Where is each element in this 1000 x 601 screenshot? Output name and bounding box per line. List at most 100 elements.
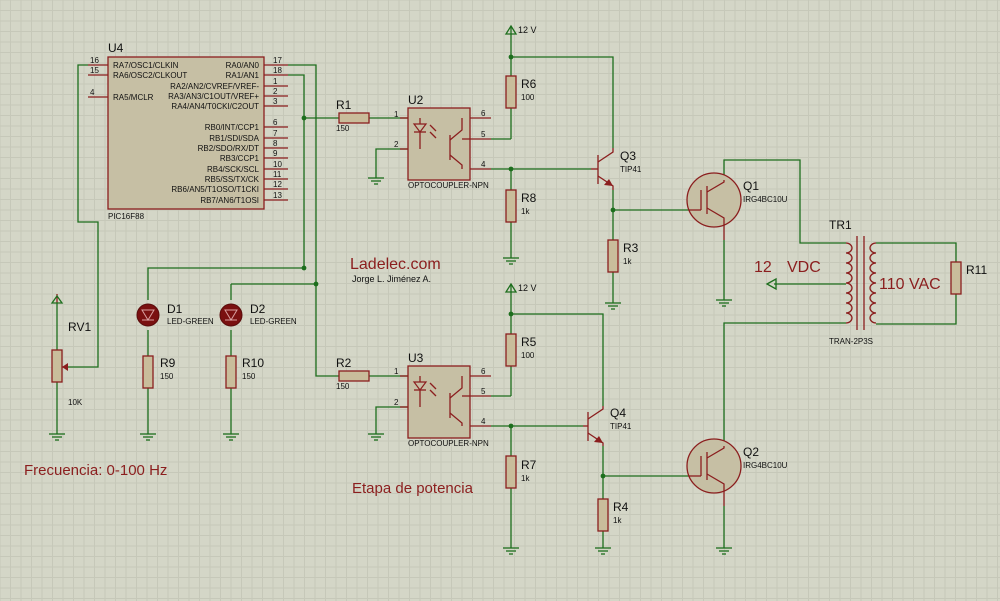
mcu-pin-number: 7: [273, 129, 278, 138]
resistor-r7[interactable]: R7 1k: [505, 455, 537, 489]
mcu-pin-label: RB4/SCK/SCL: [207, 165, 260, 174]
mcu-part: PIC16F88: [108, 212, 145, 221]
resistor-r8[interactable]: R8 1k: [505, 189, 537, 223]
led-d1[interactable]: D1 LED-GREEN: [136, 302, 214, 327]
r8-ref: R8: [521, 191, 537, 205]
r1-ref: R1: [336, 98, 352, 112]
power-terminal-top: 12 V: [504, 24, 537, 38]
resistor-r4[interactable]: R4 1k: [597, 498, 629, 532]
mcu-pin-number: 2: [273, 87, 278, 96]
opto-u3[interactable]: U3 OPTOCOUPLER-NPN 1 2 6 5 4: [394, 351, 491, 448]
ground-icon: [716, 299, 732, 307]
mcu-left-pins: 16RA7/OSC1/CLKIN15RA6/OSC2/CLKOUT4RA5/MC…: [88, 56, 187, 102]
stage-caption: Etapa de potencia: [352, 480, 474, 497]
u2-pin2: 2: [394, 140, 399, 149]
r6-ref: R6: [521, 77, 537, 91]
mcu-pin-number: 10: [273, 160, 282, 169]
r6-value: 100: [521, 93, 535, 102]
q2-ref: Q2: [743, 445, 759, 459]
input-terminal-12vdc: [765, 277, 777, 291]
resistor-r10[interactable]: R10 150: [225, 355, 264, 389]
author-label: Jorge L. Jiménez A.: [352, 274, 431, 284]
igbt-q1[interactable]: Q1 IRG4BC10U: [686, 172, 788, 240]
r4-value: 1k: [613, 516, 622, 525]
mcu-pin-label: RB2/SDO/RX/DT: [198, 144, 259, 153]
r8-value: 1k: [521, 207, 530, 216]
r10-ref: R10: [242, 356, 264, 370]
resistor-r6[interactable]: R6 100: [505, 75, 537, 109]
bjt-q4[interactable]: Q4 TIP41: [583, 406, 632, 446]
ground-icon: [140, 433, 156, 441]
opto-u2[interactable]: U2 OPTOCOUPLER-NPN 1 2 6 5 4: [394, 93, 491, 190]
r9-value: 150: [160, 372, 174, 381]
ground-icon: [223, 433, 239, 441]
u3-pin4: 4: [481, 417, 486, 426]
u3-pin1: 1: [394, 367, 399, 376]
r11-ref: R11: [966, 263, 987, 277]
r3-ref: R3: [623, 241, 639, 255]
u2-value: OPTOCOUPLER-NPN: [408, 181, 489, 190]
mcu-u4[interactable]: U4 PIC16F88 16RA7/OSC1/CLKIN15RA6/OSC2/C…: [88, 41, 288, 221]
mcu-pin-label: RA7/OSC1/CLKIN: [113, 61, 179, 70]
resistor-r1[interactable]: R1 150: [336, 98, 370, 133]
r2-ref: R2: [336, 356, 352, 370]
resistor-r5[interactable]: R5 100: [505, 333, 537, 367]
resistor-r9[interactable]: R9 150: [142, 355, 176, 389]
q3-ref: Q3: [620, 149, 636, 163]
igbt-q2[interactable]: Q2 IRG4BC10U: [686, 438, 788, 506]
resistor-r3[interactable]: R3 1k: [607, 239, 639, 273]
u3-value: OPTOCOUPLER-NPN: [408, 439, 489, 448]
mcu-pin-label: RB0/INT/CCP1: [205, 123, 260, 132]
mcu-pin-label: RA3/AN3/C1OUT/VREF+: [168, 92, 259, 101]
mcu-pin-number: 1: [273, 77, 278, 86]
pot-value: 10K: [68, 398, 83, 407]
r10-value: 150: [242, 372, 256, 381]
q1-ref: Q1: [743, 179, 759, 193]
ground-icon: [49, 433, 65, 441]
u2-pin1: 1: [394, 110, 399, 119]
site-title: Ladelec.com: [350, 256, 441, 273]
frequency-caption: Frecuencia: 0-100 Hz: [24, 462, 167, 479]
ground-icon: [605, 302, 621, 310]
bjt-q3[interactable]: Q3 TIP41: [591, 148, 642, 190]
pot-ref: RV1: [68, 320, 91, 334]
q3-value: TIP41: [620, 165, 642, 174]
ground-icon: [368, 177, 384, 185]
junction-dots: [301, 54, 616, 479]
mcu-pin-number: 6: [273, 118, 278, 127]
transformer-tr1[interactable]: TR1 TRAN-2P3S: [829, 218, 877, 346]
mcu-pin-number: 12: [273, 180, 282, 189]
q4-value: TIP41: [610, 422, 632, 431]
ground-symbols: [49, 177, 732, 555]
led-d2[interactable]: D2 LED-GREEN: [219, 302, 297, 327]
q1-value: IRG4BC10U: [743, 195, 788, 204]
ground-icon: [595, 547, 611, 555]
mcu-pin-label: RA0/AN0: [226, 61, 260, 70]
pot-rv1[interactable]: RV1 10K: [50, 294, 91, 407]
power-top-label: 12 V: [518, 25, 537, 35]
ground-icon: [716, 547, 732, 555]
q2-value: IRG4BC10U: [743, 461, 788, 470]
led-d2-value: LED-GREEN: [250, 317, 297, 326]
r5-ref: R5: [521, 335, 537, 349]
mcu-pin-number: 3: [273, 97, 278, 106]
u3-pin2: 2: [394, 398, 399, 407]
u2-ref: U2: [408, 93, 424, 107]
resistor-r11[interactable]: R11: [950, 261, 987, 295]
u3-ref: U3: [408, 351, 424, 365]
resistor-r2[interactable]: R2 150: [336, 356, 370, 391]
mcu-pin-number: 16: [90, 56, 99, 65]
mcu-pin-label: RA2/AN2/CVREF/VREF-: [170, 82, 259, 91]
ground-icon: [503, 547, 519, 555]
led-d2-ref: D2: [250, 302, 266, 316]
r7-ref: R7: [521, 458, 537, 472]
mcu-pin-number: 9: [273, 149, 278, 158]
ground-icon: [368, 433, 384, 441]
u2-pin4: 4: [481, 160, 486, 169]
mcu-pin-label: RA4/AN4/T0CKI/C2OUT: [171, 102, 259, 111]
mcu-right-pins: 17RA0/AN018RA1/AN11RA2/AN2/CVREF/VREF-2R…: [168, 56, 288, 205]
mcu-pin-label: RB1/SDI/SDA: [209, 134, 259, 143]
power-bottom-label: 12 V: [518, 283, 537, 293]
